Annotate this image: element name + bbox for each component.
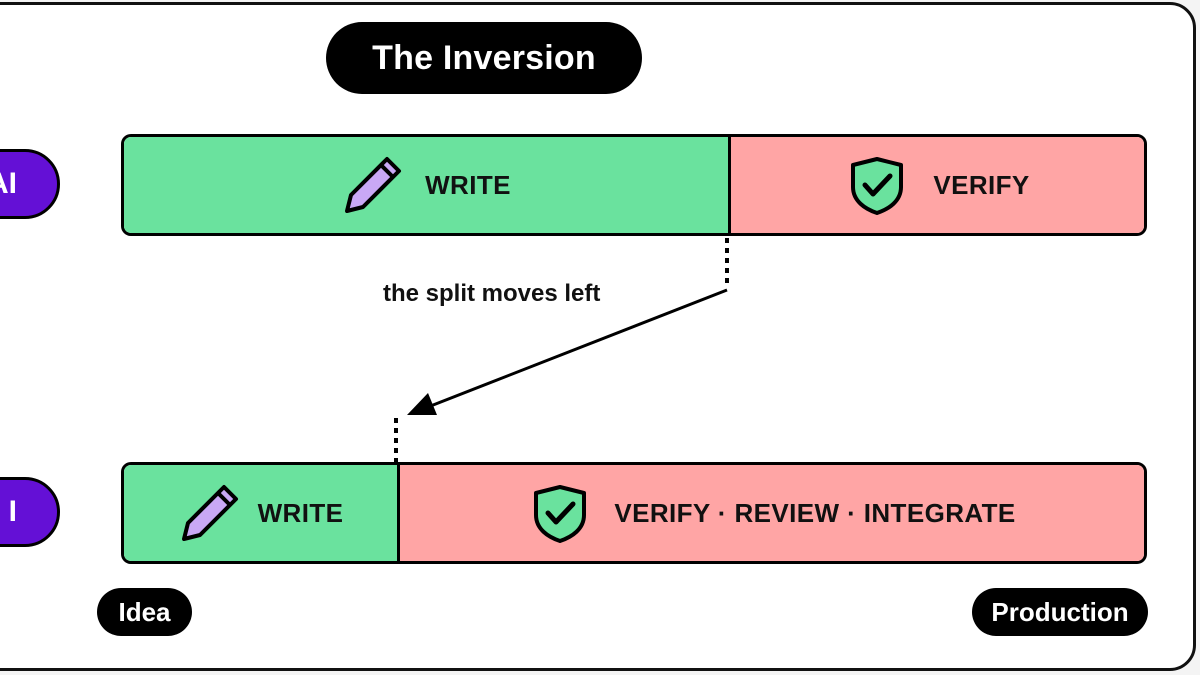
write-label-bottom: WRITE xyxy=(257,497,344,528)
axis-start-pill: Idea xyxy=(97,588,192,636)
shield-check-icon xyxy=(845,153,909,217)
verify-segment-bottom: VERIFY · REVIEW · INTEGRATE xyxy=(397,465,1144,561)
verify-label-top: VERIFY xyxy=(933,169,1030,200)
write-segment-bottom: WRITE xyxy=(124,465,397,561)
title-pill: The Inversion xyxy=(326,22,642,94)
shield-check-icon xyxy=(528,481,592,545)
axis-end-pill: Production xyxy=(972,588,1148,636)
verify-segment-top: VERIFY xyxy=(728,137,1144,233)
write-label-top: WRITE xyxy=(425,169,511,200)
timeline-bar-top: WRITE VERIFY xyxy=(121,134,1147,236)
row-badge-bottom: I xyxy=(0,477,60,547)
split-annotation: the split moves left xyxy=(383,280,601,307)
row-badge-top: AI xyxy=(0,149,60,219)
pencil-icon xyxy=(178,481,242,545)
verify-label-bottom: VERIFY · REVIEW · INTEGRATE xyxy=(614,497,1016,528)
timeline-bar-bottom: WRITE VERIFY · REVIEW · INTEGRATE xyxy=(121,462,1147,564)
write-segment-top: WRITE xyxy=(124,137,728,233)
pencil-icon xyxy=(341,153,405,217)
